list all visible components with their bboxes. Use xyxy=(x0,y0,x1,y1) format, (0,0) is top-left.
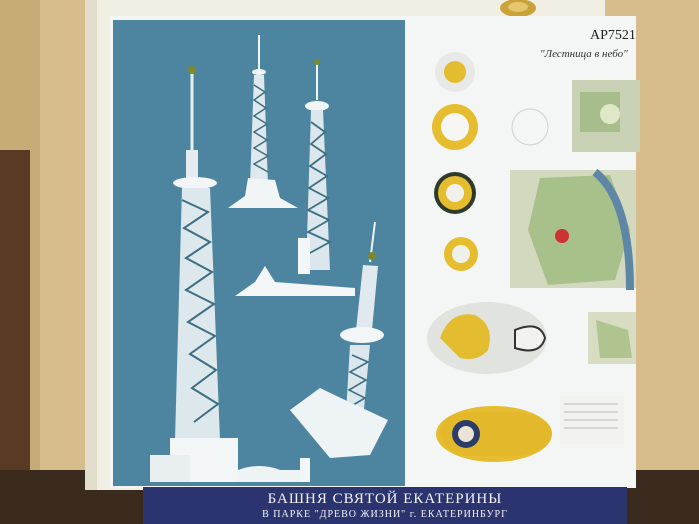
main-tower-render xyxy=(150,66,310,482)
project-motto: "Лестница в небо" xyxy=(540,48,628,60)
poster-subtitle: В ПАРКЕ "ДРЕВО ЖИЗНИ" г. ЕКАТЕРИНБУРГ xyxy=(262,509,508,520)
project-code: АР7521 xyxy=(590,28,636,43)
tower-render-2 xyxy=(228,35,298,208)
banner-text: БАШНЯ СВЯТОЙ ЕКАТЕРИНЫ В ПАРКЕ "ДРЕВО ЖИ… xyxy=(143,487,627,524)
title-banner xyxy=(143,487,627,524)
door-frame-left xyxy=(0,150,30,524)
tower-render-3 xyxy=(235,59,355,296)
poster-title: БАШНЯ СВЯТОЙ ЕКАТЕРИНЫ xyxy=(267,491,503,507)
tower-render-4 xyxy=(290,221,388,458)
door-edge xyxy=(85,0,97,490)
drawings-panel xyxy=(427,52,640,462)
